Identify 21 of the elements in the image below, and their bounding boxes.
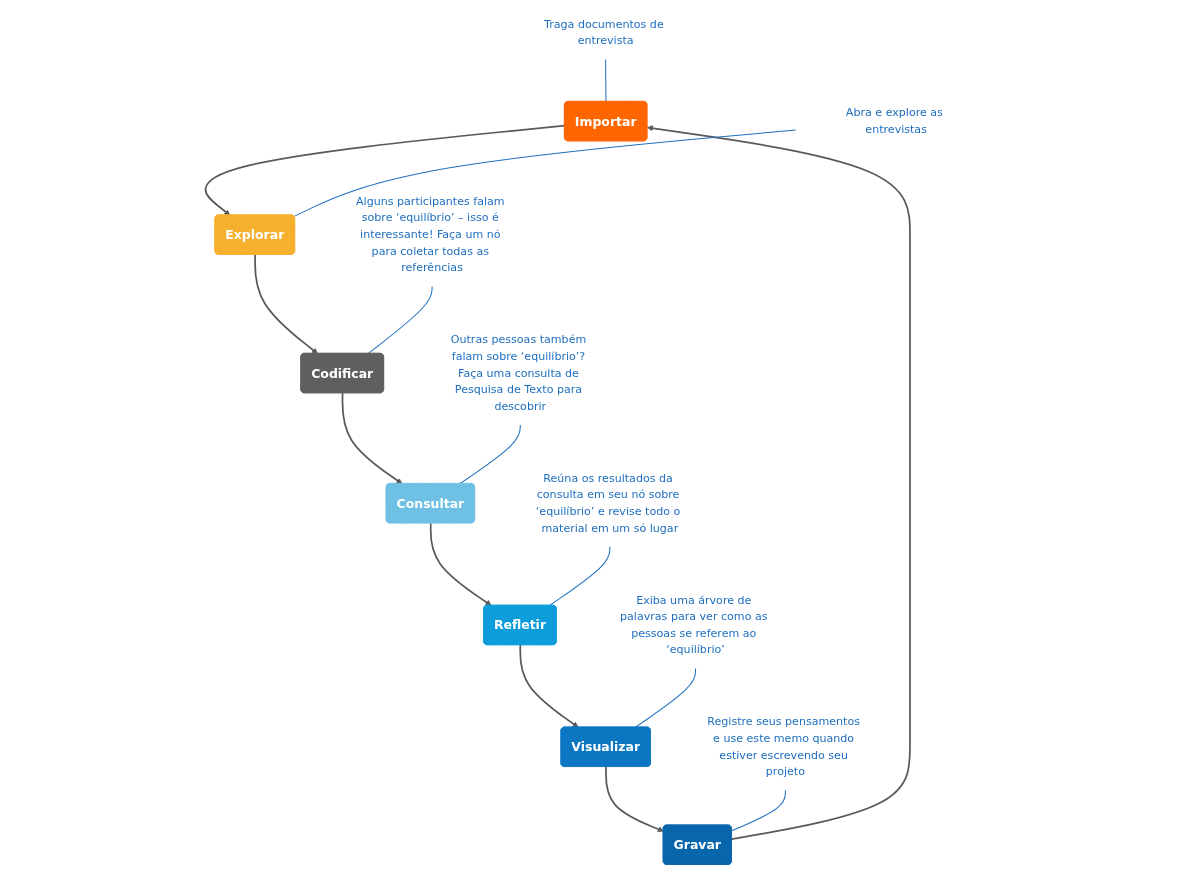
node-text: Registre seus pensamentos e use este memo quando estiver escrevendo seu projeto xyxy=(707,714,860,778)
node-text: Abra e explore as entrevistas xyxy=(845,105,943,136)
connector xyxy=(548,546,611,607)
node-text: Alguns participantes falam sobre ‘equilíbrio’ – isso é interessante! Faça um nó para coletar todas as referências xyxy=(356,194,505,275)
node-text: Exiba uma árvore de palavras para ver como as pessoas se referem ao ‘equilíbrio’ xyxy=(620,593,768,657)
arrow xyxy=(254,253,318,354)
arrow xyxy=(341,392,403,485)
arrow xyxy=(519,644,579,728)
arrow xyxy=(605,766,664,833)
node-text: Outras pessoas também falam sobre ‘equilíbrio’? Faça uma consulta de Pesquisa de Texto para descobrir xyxy=(450,332,587,413)
connector xyxy=(367,286,433,355)
connector xyxy=(634,668,697,728)
node-text: Traga documentos de entrevista xyxy=(544,17,664,48)
arrow xyxy=(204,124,566,216)
connector xyxy=(605,59,607,103)
connector xyxy=(731,789,786,832)
arrow xyxy=(429,522,492,606)
node-text: Reúna os resultados da consulta em seu nó sobre ‘equilíbrio’ e revise todo o material em um só lugar xyxy=(535,471,681,535)
connector xyxy=(459,424,521,485)
arrow xyxy=(647,125,911,840)
connector xyxy=(293,129,797,217)
